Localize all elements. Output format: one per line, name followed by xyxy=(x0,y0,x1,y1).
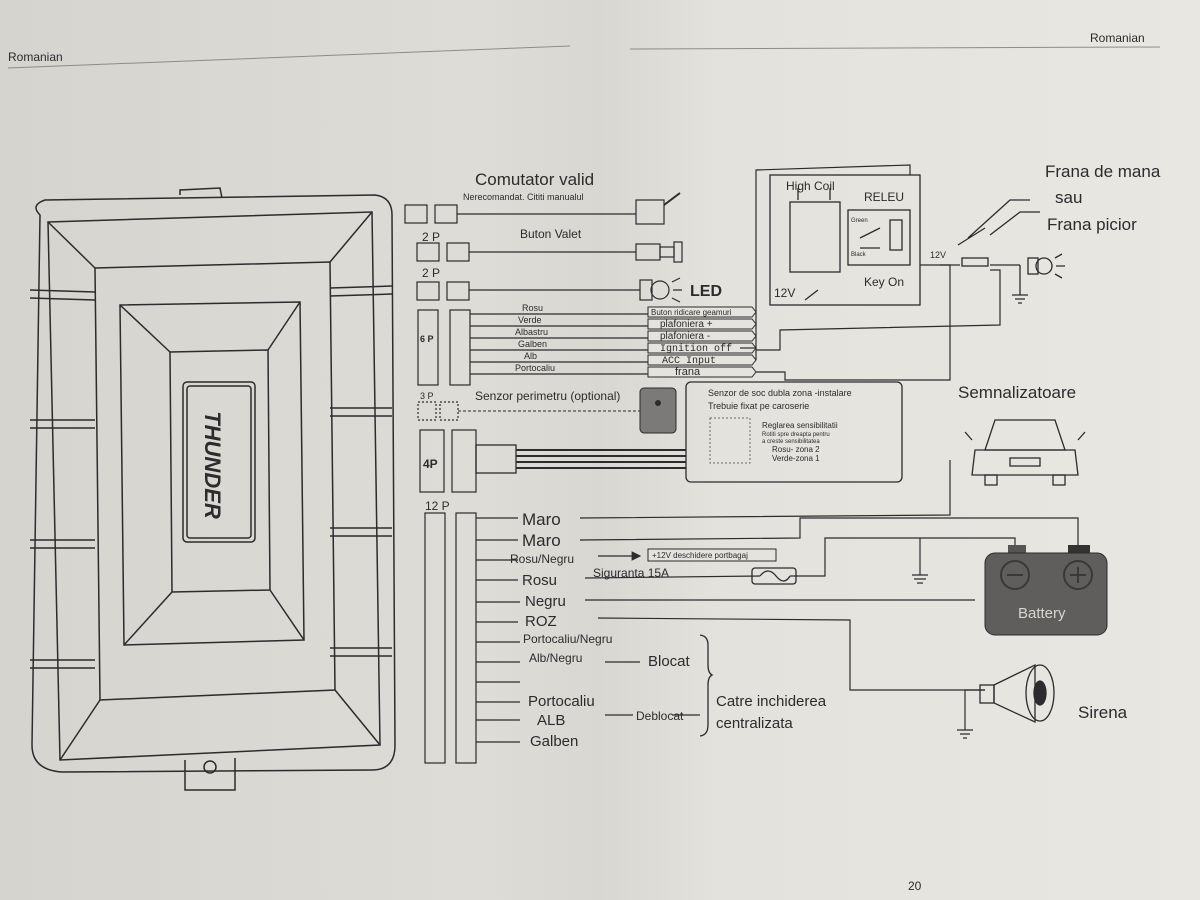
header-language-left: Romanian xyxy=(8,50,63,64)
central-locking-title-1: Catre inchiderea xyxy=(716,693,827,710)
relay-green: Green xyxy=(851,218,868,224)
four-pin-harness xyxy=(475,444,686,474)
six-pin-wire-6: Portocaliu xyxy=(515,363,555,373)
relay-black: Black xyxy=(851,252,867,258)
twelve-pin-wire-8: Alb/Negru xyxy=(529,651,582,665)
header-rule-right xyxy=(629,46,1161,50)
shock-sensor-adjust-note-1: Rotiti spre dreapta pentru xyxy=(762,432,830,438)
fuse-label: Siguranta 15A xyxy=(593,566,669,580)
six-pin-wire-4: Galben xyxy=(518,339,547,349)
twelve-pin-wire-9: Portocaliu xyxy=(528,693,595,710)
connector-blocks xyxy=(404,204,477,764)
trunk-tag xyxy=(647,548,777,562)
six-pin-function-6: frana xyxy=(675,366,701,378)
control-unit xyxy=(29,187,396,791)
brake-switch-icon xyxy=(940,199,1065,304)
shock-sensor-icon xyxy=(709,417,751,464)
perimeter-sensor-label: Senzor perimetru (optional) xyxy=(475,389,620,403)
siren-label: Sirena xyxy=(1078,703,1128,722)
indicators-label: Semnalizatoare xyxy=(958,383,1076,402)
six-pin-function-3: plafoniera - xyxy=(660,331,710,342)
shock-sensor-note: Trebuie fixat pe caroserie xyxy=(708,401,809,411)
led-icon xyxy=(639,277,682,303)
valet-switch-icon xyxy=(635,199,665,225)
brake-line-3: Frana picior xyxy=(1047,215,1137,234)
battery-label: Battery xyxy=(1018,605,1066,622)
six-pin-function-tags xyxy=(647,306,757,378)
twelve-pin-wire-5: Negru xyxy=(525,593,566,610)
shock-sensor-zone-1: Verde-zona 1 xyxy=(772,454,820,463)
six-pin-function-4: Ignition off xyxy=(660,343,732,355)
relay-coil-label: High Coil xyxy=(786,179,835,193)
connector-6p: 6 P xyxy=(420,334,434,344)
connector-4p: 4P xyxy=(423,457,438,471)
shock-sensor-title: Senzor de soc dubla zona -instalare xyxy=(708,388,852,398)
twelve-pin-wire-4: Rosu xyxy=(522,572,557,589)
relay-label: RELEU xyxy=(864,190,904,204)
perimeter-sensor-icon xyxy=(639,387,677,434)
fuse-icon xyxy=(751,567,797,585)
relay-key-on: Key On xyxy=(864,275,904,289)
twelve-pin-wire-11: Galben xyxy=(530,733,578,750)
six-pin-wire-3: Albastru xyxy=(515,327,548,337)
six-pin-function-1: Buton ridicare geamuri xyxy=(651,308,732,317)
six-pin-function-2: plafoniera + xyxy=(660,319,713,330)
twelve-pin-wires xyxy=(476,460,1079,743)
six-pin-wires xyxy=(470,313,650,375)
brake-voltage: 12V xyxy=(930,250,946,260)
locked-label: Blocat xyxy=(648,653,691,670)
shock-sensor-box xyxy=(685,381,903,483)
brake-line-2: sau xyxy=(1055,188,1082,207)
relay-box xyxy=(769,174,921,306)
valet-button-label: Buton Valet xyxy=(520,227,582,241)
shock-sensor-zone-2: Rosu- zona 2 xyxy=(772,445,820,454)
brake-line-1: Frana de mana xyxy=(1045,162,1161,181)
connector-3p: 3 P xyxy=(420,391,434,401)
central-locking-title-2: centralizata xyxy=(716,715,793,732)
trunk-tag-label: +12V deschidere portbagaj xyxy=(652,551,748,560)
shock-sensor-adjust-note-2: a creste sensibilitatea xyxy=(762,439,820,445)
header-rule-left xyxy=(7,45,571,69)
twelve-pin-wire-1: Maro xyxy=(522,510,561,529)
twelve-pin-wire-7: Portocaliu/Negru xyxy=(523,632,612,646)
push-button-icon xyxy=(635,241,683,263)
six-pin-wire-2: Verde xyxy=(518,315,542,325)
twelve-pin-wire-10: ALB xyxy=(537,712,565,729)
led-label: LED xyxy=(690,283,722,300)
six-pin-wire-1: Rosu xyxy=(522,303,543,313)
six-pin-function-5: ACC Input xyxy=(662,356,716,367)
car-indicators-icon xyxy=(964,419,1086,486)
unit-logo: THUNDER xyxy=(200,411,225,519)
six-pin-wire-5: Alb xyxy=(524,351,537,361)
connector-2p-a: 2 P xyxy=(422,230,440,244)
siren-icon xyxy=(957,663,1055,739)
valet-switch-title: Comutator valid xyxy=(475,170,594,189)
relay-voltage: 12V xyxy=(774,286,795,300)
twelve-pin-wire-3: Rosu/Negru xyxy=(510,552,574,566)
shock-sensor-adjust: Reglarea sensibilitatii xyxy=(762,421,838,430)
connector-12p: 12 P xyxy=(425,499,450,513)
unlocked-label: Deblocat xyxy=(636,709,684,723)
header-language-right: Romanian xyxy=(1090,31,1145,45)
battery-icon xyxy=(984,545,1108,636)
page-number: 20 xyxy=(908,879,922,893)
valet-switch-subtitle: Nerecomandat. Cititi manualul xyxy=(463,192,584,202)
twelve-pin-wire-2: Maro xyxy=(522,531,561,550)
connector-2p-b: 2 P xyxy=(422,266,440,280)
twelve-pin-wire-6: ROZ xyxy=(525,613,557,630)
